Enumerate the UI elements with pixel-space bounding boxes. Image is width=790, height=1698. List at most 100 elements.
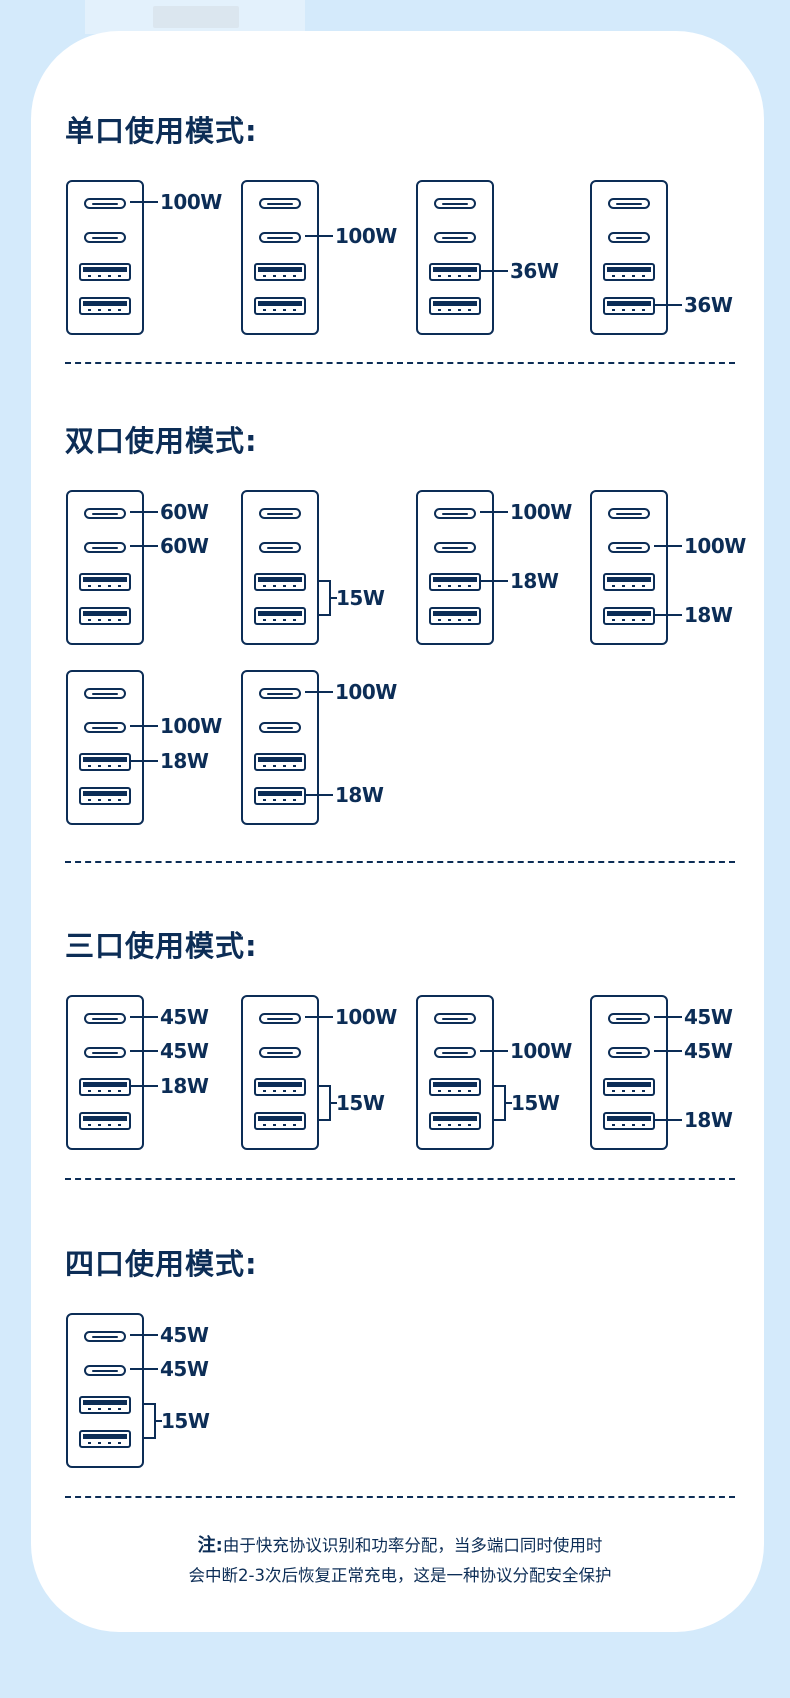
usb-a-port-1 xyxy=(429,263,481,281)
usb-a-port-2 xyxy=(603,607,655,625)
usb-c-port-1 xyxy=(434,1013,476,1024)
power-label: 36W xyxy=(510,259,559,283)
bracket-connector xyxy=(319,1085,331,1121)
usb-a-port-2 xyxy=(254,607,306,625)
charger-icon xyxy=(241,670,319,825)
power-label: 45W xyxy=(684,1005,733,1029)
power-label: 18W xyxy=(510,569,559,593)
usb-c-port-2 xyxy=(259,722,301,733)
power-label: 45W xyxy=(160,1039,209,1063)
power-label: 45W xyxy=(160,1323,209,1347)
connector-line xyxy=(654,614,682,616)
connector-line xyxy=(130,1368,158,1370)
section-title-dual: 双口使用模式: xyxy=(65,424,258,458)
usb-c-port-1 xyxy=(608,508,650,519)
connector-line xyxy=(130,201,158,203)
usb-a-port-1 xyxy=(603,1078,655,1096)
usb-c-port-1 xyxy=(434,508,476,519)
footnote-label: 注: xyxy=(197,1535,223,1556)
power-label: 60W xyxy=(160,500,209,524)
usb-a-port-2 xyxy=(254,1112,306,1130)
section-title-triple: 三口使用模式: xyxy=(65,929,258,963)
connector-line xyxy=(130,1016,158,1018)
connector-line xyxy=(130,1050,158,1052)
usb-a-port-1 xyxy=(254,263,306,281)
section-title-single: 单口使用模式: xyxy=(65,114,258,148)
usb-a-port-2 xyxy=(254,297,306,315)
power-label: 15W xyxy=(336,586,385,610)
charger-icon xyxy=(590,180,668,335)
usb-a-port-1 xyxy=(79,573,131,591)
footnote-line-2: 会中断2-3次后恢复正常充电，这是一种协议分配安全保护 xyxy=(188,1566,612,1585)
usb-c-port-1 xyxy=(84,508,126,519)
bracket-connector xyxy=(319,580,331,616)
usb-c-port-2 xyxy=(84,1365,126,1376)
usb-a-port-1 xyxy=(79,263,131,281)
connector-line xyxy=(480,580,508,582)
connector-line xyxy=(654,545,682,547)
bracket-tail xyxy=(331,1102,337,1104)
usb-a-port-2 xyxy=(603,1112,655,1130)
usb-c-port-2 xyxy=(84,232,126,243)
footnote-line-1: 注:由于快充协议识别和功率分配，当多端口同时使用时 xyxy=(65,1531,735,1561)
power-label: 18W xyxy=(160,1074,209,1098)
connector-line xyxy=(305,794,333,796)
usb-a-port-2 xyxy=(79,607,131,625)
usb-c-port-1 xyxy=(259,1013,301,1024)
power-label: 18W xyxy=(684,603,733,627)
bracket-tail xyxy=(156,1420,162,1422)
usb-a-port-1 xyxy=(429,1078,481,1096)
section-title-quad: 四口使用模式: xyxy=(65,1247,258,1281)
usb-c-port-2 xyxy=(259,1047,301,1058)
usb-c-port-2 xyxy=(608,1047,650,1058)
charger-icon xyxy=(66,1313,144,1468)
usb-a-port-1 xyxy=(603,263,655,281)
connector-line xyxy=(130,511,158,513)
connector-line xyxy=(130,1334,158,1336)
usb-a-port-2 xyxy=(429,1112,481,1130)
usb-c-port-1 xyxy=(434,198,476,209)
usb-a-port-2 xyxy=(79,297,131,315)
usb-c-port-1 xyxy=(84,198,126,209)
usb-a-port-1 xyxy=(254,753,306,771)
power-label: 100W xyxy=(684,534,746,558)
connector-line xyxy=(305,235,333,237)
usb-c-port-2 xyxy=(608,542,650,553)
divider xyxy=(65,362,735,364)
power-label: 45W xyxy=(684,1039,733,1063)
charger-icon xyxy=(66,670,144,825)
connector-line xyxy=(654,1050,682,1052)
power-label: 100W xyxy=(160,190,222,214)
usb-c-port-2 xyxy=(608,232,650,243)
charger-icon xyxy=(416,995,494,1150)
connector-line xyxy=(130,760,158,762)
power-label: 45W xyxy=(160,1357,209,1381)
usb-a-port-2 xyxy=(79,1112,131,1130)
divider xyxy=(65,861,735,863)
usb-a-port-2 xyxy=(429,607,481,625)
usb-c-port-1 xyxy=(259,688,301,699)
bracket-connector xyxy=(494,1085,506,1121)
divider xyxy=(65,1178,735,1180)
charger-icon xyxy=(66,490,144,645)
usb-a-port-2 xyxy=(603,297,655,315)
bracket-tail xyxy=(506,1102,512,1104)
usb-c-port-2 xyxy=(434,542,476,553)
charger-icon xyxy=(590,995,668,1150)
usb-c-port-1 xyxy=(84,1013,126,1024)
usb-c-port-2 xyxy=(434,1047,476,1058)
top-decoration xyxy=(85,0,305,34)
charger-icon xyxy=(241,490,319,645)
divider xyxy=(65,1496,735,1498)
usb-c-port-1 xyxy=(608,1013,650,1024)
usb-c-port-1 xyxy=(259,198,301,209)
connector-line xyxy=(480,511,508,513)
usb-c-port-1 xyxy=(608,198,650,209)
power-label: 60W xyxy=(160,534,209,558)
usb-a-port-1 xyxy=(254,1078,306,1096)
usb-c-port-2 xyxy=(84,1047,126,1058)
power-label: 18W xyxy=(335,783,384,807)
usb-a-port-1 xyxy=(429,573,481,591)
charger-icon xyxy=(416,490,494,645)
power-label: 15W xyxy=(336,1091,385,1115)
